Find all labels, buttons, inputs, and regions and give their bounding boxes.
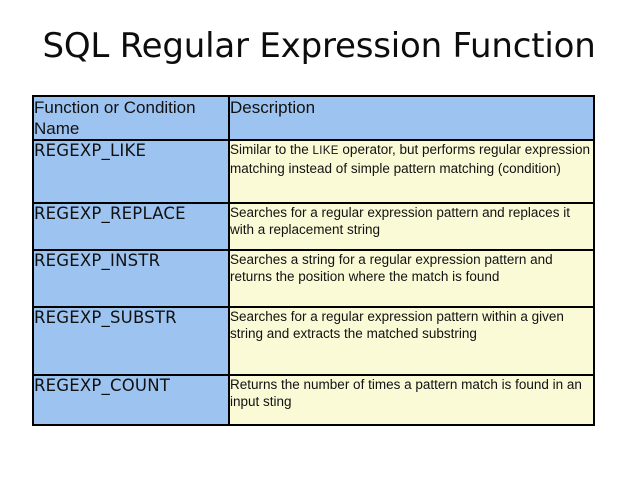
cell-function-name: REGEXP_REPLACE — [32, 202, 230, 251]
table-row: REGEXP_SUBSTR Searches for a regular exp… — [32, 306, 595, 376]
cell-function-name: REGEXP_SUBSTR — [32, 306, 230, 376]
cell-description: Searches a string for a regular expressi… — [228, 249, 595, 308]
table-header-row: Function or Condition Name Description — [32, 95, 595, 141]
column-header-description: Description — [228, 95, 595, 141]
table-row: REGEXP_COUNT Returns the number of times… — [32, 374, 595, 426]
page-title: SQL Regular Expression Function — [42, 26, 596, 66]
sql-regex-function-table: Function or Condition Name Description R… — [32, 95, 595, 426]
cell-function-name: REGEXP_INSTR — [32, 249, 230, 308]
cell-description: Searches for a regular expression patter… — [228, 306, 595, 376]
cell-description: Searches for a regular expression patter… — [228, 202, 595, 251]
table-row: REGEXP_INSTR Searches a string for a reg… — [32, 249, 595, 308]
table-row: REGEXP_REPLACE Searches for a regular ex… — [32, 202, 595, 251]
description-text-pre: Similar to the — [230, 142, 313, 157]
table-row: REGEXP_LIKE Similar to the LIKE operator… — [32, 139, 595, 204]
cell-function-name: REGEXP_COUNT — [32, 374, 230, 426]
cell-function-name: REGEXP_LIKE — [32, 139, 230, 204]
description-text-post: operator, but performs regular expressio… — [230, 142, 591, 176]
description-text-smallcaps: LIKE — [312, 145, 339, 157]
cell-description: Similar to the LIKE operator, but perfor… — [228, 139, 595, 204]
column-header-function-name: Function or Condition Name — [32, 95, 230, 141]
cell-description: Returns the number of times a pattern ma… — [228, 374, 595, 426]
